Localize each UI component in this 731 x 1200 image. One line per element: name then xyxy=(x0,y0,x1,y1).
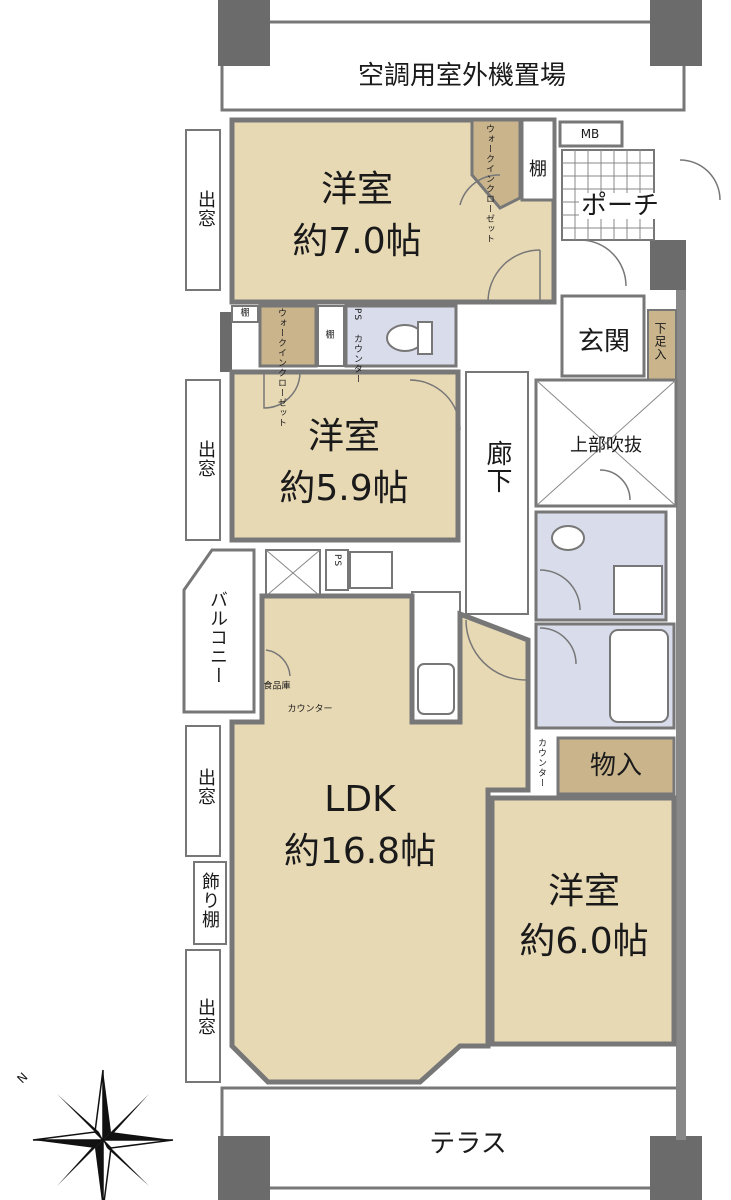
ldk-size: 約16.8帖 xyxy=(283,831,437,872)
storage-room xyxy=(556,736,676,796)
counter-label: カウンター xyxy=(352,334,362,384)
toilet-tank xyxy=(417,321,433,355)
western-room-3-size: 約6.0帖 xyxy=(519,921,649,962)
north-compass xyxy=(32,1069,174,1200)
shoe-box-label: 下足入 xyxy=(653,322,667,361)
wic-label: ウォークインクローゼット xyxy=(276,308,286,428)
shelf-small-label: 棚 xyxy=(240,308,250,319)
pillar xyxy=(650,1136,702,1200)
pillar xyxy=(650,240,686,290)
balcony-label: バルコニー xyxy=(207,590,228,685)
wic-label: ウォークインクローゼット xyxy=(484,124,494,244)
western-room-1-size: 約7.0帖 xyxy=(292,221,422,262)
balcony-area xyxy=(182,548,256,714)
pillar xyxy=(218,0,270,66)
western-room-1-name: 洋室 xyxy=(320,169,394,210)
shoe-box xyxy=(647,309,677,381)
ldk-floor xyxy=(229,593,531,1085)
western-room-3-floor xyxy=(489,795,677,1047)
stove xyxy=(349,551,393,589)
decor-shelf xyxy=(193,861,227,945)
western-room-2-size: 約5.9帖 xyxy=(279,468,409,509)
western-room-1-floor xyxy=(229,117,557,305)
fridge-space xyxy=(265,549,321,597)
western-room-3-name: 洋室 xyxy=(547,871,621,912)
entrance-floor xyxy=(560,294,646,378)
ps-label: PS xyxy=(352,308,362,322)
ac-outdoor-area xyxy=(220,20,686,112)
counter-label: カウンター xyxy=(287,704,333,715)
shelf-3 xyxy=(317,305,345,367)
wic-2 xyxy=(258,304,318,368)
wic-1 xyxy=(470,118,522,210)
entrance-label: 玄関 xyxy=(577,327,631,357)
exterior-wall xyxy=(676,290,686,1140)
porch-label: ポーチ xyxy=(578,191,662,221)
bay-window xyxy=(185,129,221,291)
ldk-name: LDK xyxy=(324,779,396,820)
shelf-1 xyxy=(520,118,556,202)
shelf-label: 棚 xyxy=(529,159,547,180)
ac-outdoor-label: 空調用室外機置場 xyxy=(357,61,567,91)
mb-box xyxy=(558,120,624,148)
kitchen-ps xyxy=(325,549,349,591)
mb-label: MB xyxy=(580,127,600,141)
void-above xyxy=(534,378,678,508)
sink xyxy=(417,663,455,715)
bay-window xyxy=(185,949,221,1083)
pillar xyxy=(650,0,702,66)
bay-window xyxy=(185,379,221,541)
counter-label: カウンター xyxy=(536,738,546,788)
pantry-label: 食品庫 xyxy=(263,681,291,692)
wash-basin xyxy=(551,525,585,551)
decor-shelf-label: 飾り棚 xyxy=(199,872,220,929)
bathtub xyxy=(609,629,669,723)
bay-window xyxy=(185,725,221,857)
washing-machine xyxy=(613,565,663,615)
bay-window-label: 出窓 xyxy=(195,440,216,478)
bay-window-label: 出窓 xyxy=(195,998,216,1036)
bay-window-label: 出窓 xyxy=(195,768,216,806)
ps-label: PS xyxy=(332,554,342,568)
western-room-2-floor xyxy=(229,369,461,543)
pillar xyxy=(220,312,232,372)
void-above-label: 上部吹抜 xyxy=(570,435,642,456)
pillar xyxy=(218,1136,270,1200)
shelf-2 xyxy=(231,305,259,323)
terrace-label: テラス xyxy=(429,1129,507,1159)
terrace-area xyxy=(220,1086,686,1190)
western-room-2-name: 洋室 xyxy=(307,416,381,457)
shelf-small-label: 棚 xyxy=(325,330,335,341)
door-swings xyxy=(263,159,721,681)
bay-window-label: 出窓 xyxy=(195,190,216,228)
corridor-label: 廊下 xyxy=(482,440,512,494)
storage-label: 物入 xyxy=(589,751,643,781)
corridor-floor xyxy=(465,371,529,615)
